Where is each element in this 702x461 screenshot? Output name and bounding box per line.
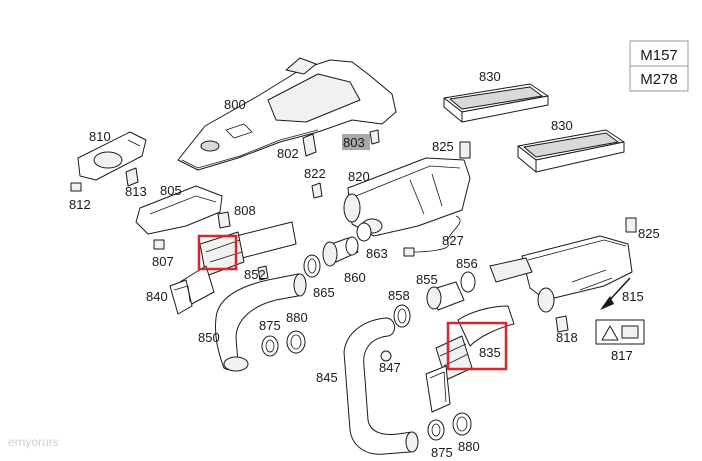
ring-875-right bbox=[427, 419, 445, 441]
grommet-812 bbox=[70, 182, 82, 192]
clamp-880-right bbox=[452, 412, 472, 436]
variant-m157: M157 bbox=[640, 47, 678, 64]
mass-air-sensor-855 bbox=[426, 281, 465, 311]
label-852: 852 bbox=[244, 267, 266, 282]
clamp-880-left bbox=[286, 330, 306, 354]
label-802: 802 bbox=[277, 146, 299, 161]
label-813: 813 bbox=[125, 184, 147, 199]
label-812: 812 bbox=[69, 197, 91, 212]
seal-863 bbox=[356, 222, 372, 242]
clip-822 bbox=[311, 182, 323, 199]
clip-825-upper bbox=[459, 141, 471, 159]
clip-825-right bbox=[625, 217, 637, 233]
label-856: 856 bbox=[456, 256, 478, 271]
clamp-858 bbox=[393, 304, 411, 328]
label-850: 850 bbox=[198, 330, 220, 345]
label-825-upper: 825 bbox=[432, 139, 454, 154]
label-818: 818 bbox=[556, 330, 578, 345]
label-875-left: 875 bbox=[259, 318, 281, 333]
label-875-right: 875 bbox=[431, 445, 453, 460]
clip-808 bbox=[217, 211, 231, 229]
leader-arrow-817 bbox=[600, 277, 631, 310]
label-880-right: 880 bbox=[458, 439, 480, 454]
label-858: 858 bbox=[388, 288, 410, 303]
label-807: 807 bbox=[152, 254, 174, 269]
ring-875-left bbox=[261, 335, 279, 357]
clip-852 bbox=[257, 265, 269, 281]
clip-802 bbox=[302, 133, 317, 157]
label-822: 822 bbox=[304, 166, 326, 181]
part-labels: 800 802 803 805 807 808 810 812 813 815 … bbox=[69, 69, 660, 460]
label-845: 845 bbox=[316, 370, 338, 385]
label-880-left: 880 bbox=[286, 310, 308, 325]
label-810: 810 bbox=[89, 129, 111, 144]
clip-818 bbox=[555, 315, 569, 333]
clamp-865 bbox=[303, 254, 321, 278]
mass-air-sensor-860 bbox=[322, 236, 359, 267]
air-filter-830-upper bbox=[443, 83, 549, 123]
label-830-lower: 830 bbox=[551, 118, 573, 133]
variant-m278: M278 bbox=[640, 71, 678, 88]
label-830-upper: 830 bbox=[479, 69, 501, 84]
intake-duct-840 bbox=[169, 221, 297, 315]
clip-807 bbox=[153, 239, 165, 250]
watermark: ernyorurs bbox=[8, 435, 59, 449]
label-815: 815 bbox=[622, 289, 644, 304]
label-847: 847 bbox=[379, 360, 401, 375]
sensor-827 bbox=[403, 215, 461, 257]
intake-pipe-850 bbox=[215, 273, 307, 372]
label-835: 835 bbox=[479, 345, 501, 360]
air-filter-830-lower bbox=[517, 129, 625, 173]
engine-variant-box: M157 M278 bbox=[629, 40, 689, 92]
intake-pipe-845 bbox=[343, 317, 419, 455]
clip-803 bbox=[342, 129, 380, 150]
label-863: 863 bbox=[366, 246, 388, 261]
label-840: 840 bbox=[146, 289, 168, 304]
label-803: 803 bbox=[343, 135, 365, 150]
label-800: 800 bbox=[224, 97, 246, 112]
bracket-810 bbox=[77, 131, 147, 181]
clip-813 bbox=[125, 167, 139, 187]
engine-cover-800 bbox=[177, 57, 397, 171]
label-865: 865 bbox=[313, 285, 335, 300]
air-housing-820 bbox=[343, 157, 471, 237]
label-825-right: 825 bbox=[638, 226, 660, 241]
duct-805 bbox=[135, 185, 223, 235]
nut-847 bbox=[380, 350, 392, 362]
label-817: 817 bbox=[611, 348, 633, 363]
label-827: 827 bbox=[442, 233, 464, 248]
label-808: 808 bbox=[234, 203, 256, 218]
highlight-835 bbox=[446, 321, 508, 371]
label-805: 805 bbox=[160, 183, 182, 198]
seal-856 bbox=[460, 271, 476, 293]
label-820: 820 bbox=[348, 169, 370, 184]
label-855: 855 bbox=[416, 272, 438, 287]
warning-label-817 bbox=[595, 319, 645, 345]
highlight-840-mesh bbox=[197, 234, 238, 271]
air-housing-815 bbox=[489, 235, 633, 313]
label-860: 860 bbox=[344, 270, 366, 285]
